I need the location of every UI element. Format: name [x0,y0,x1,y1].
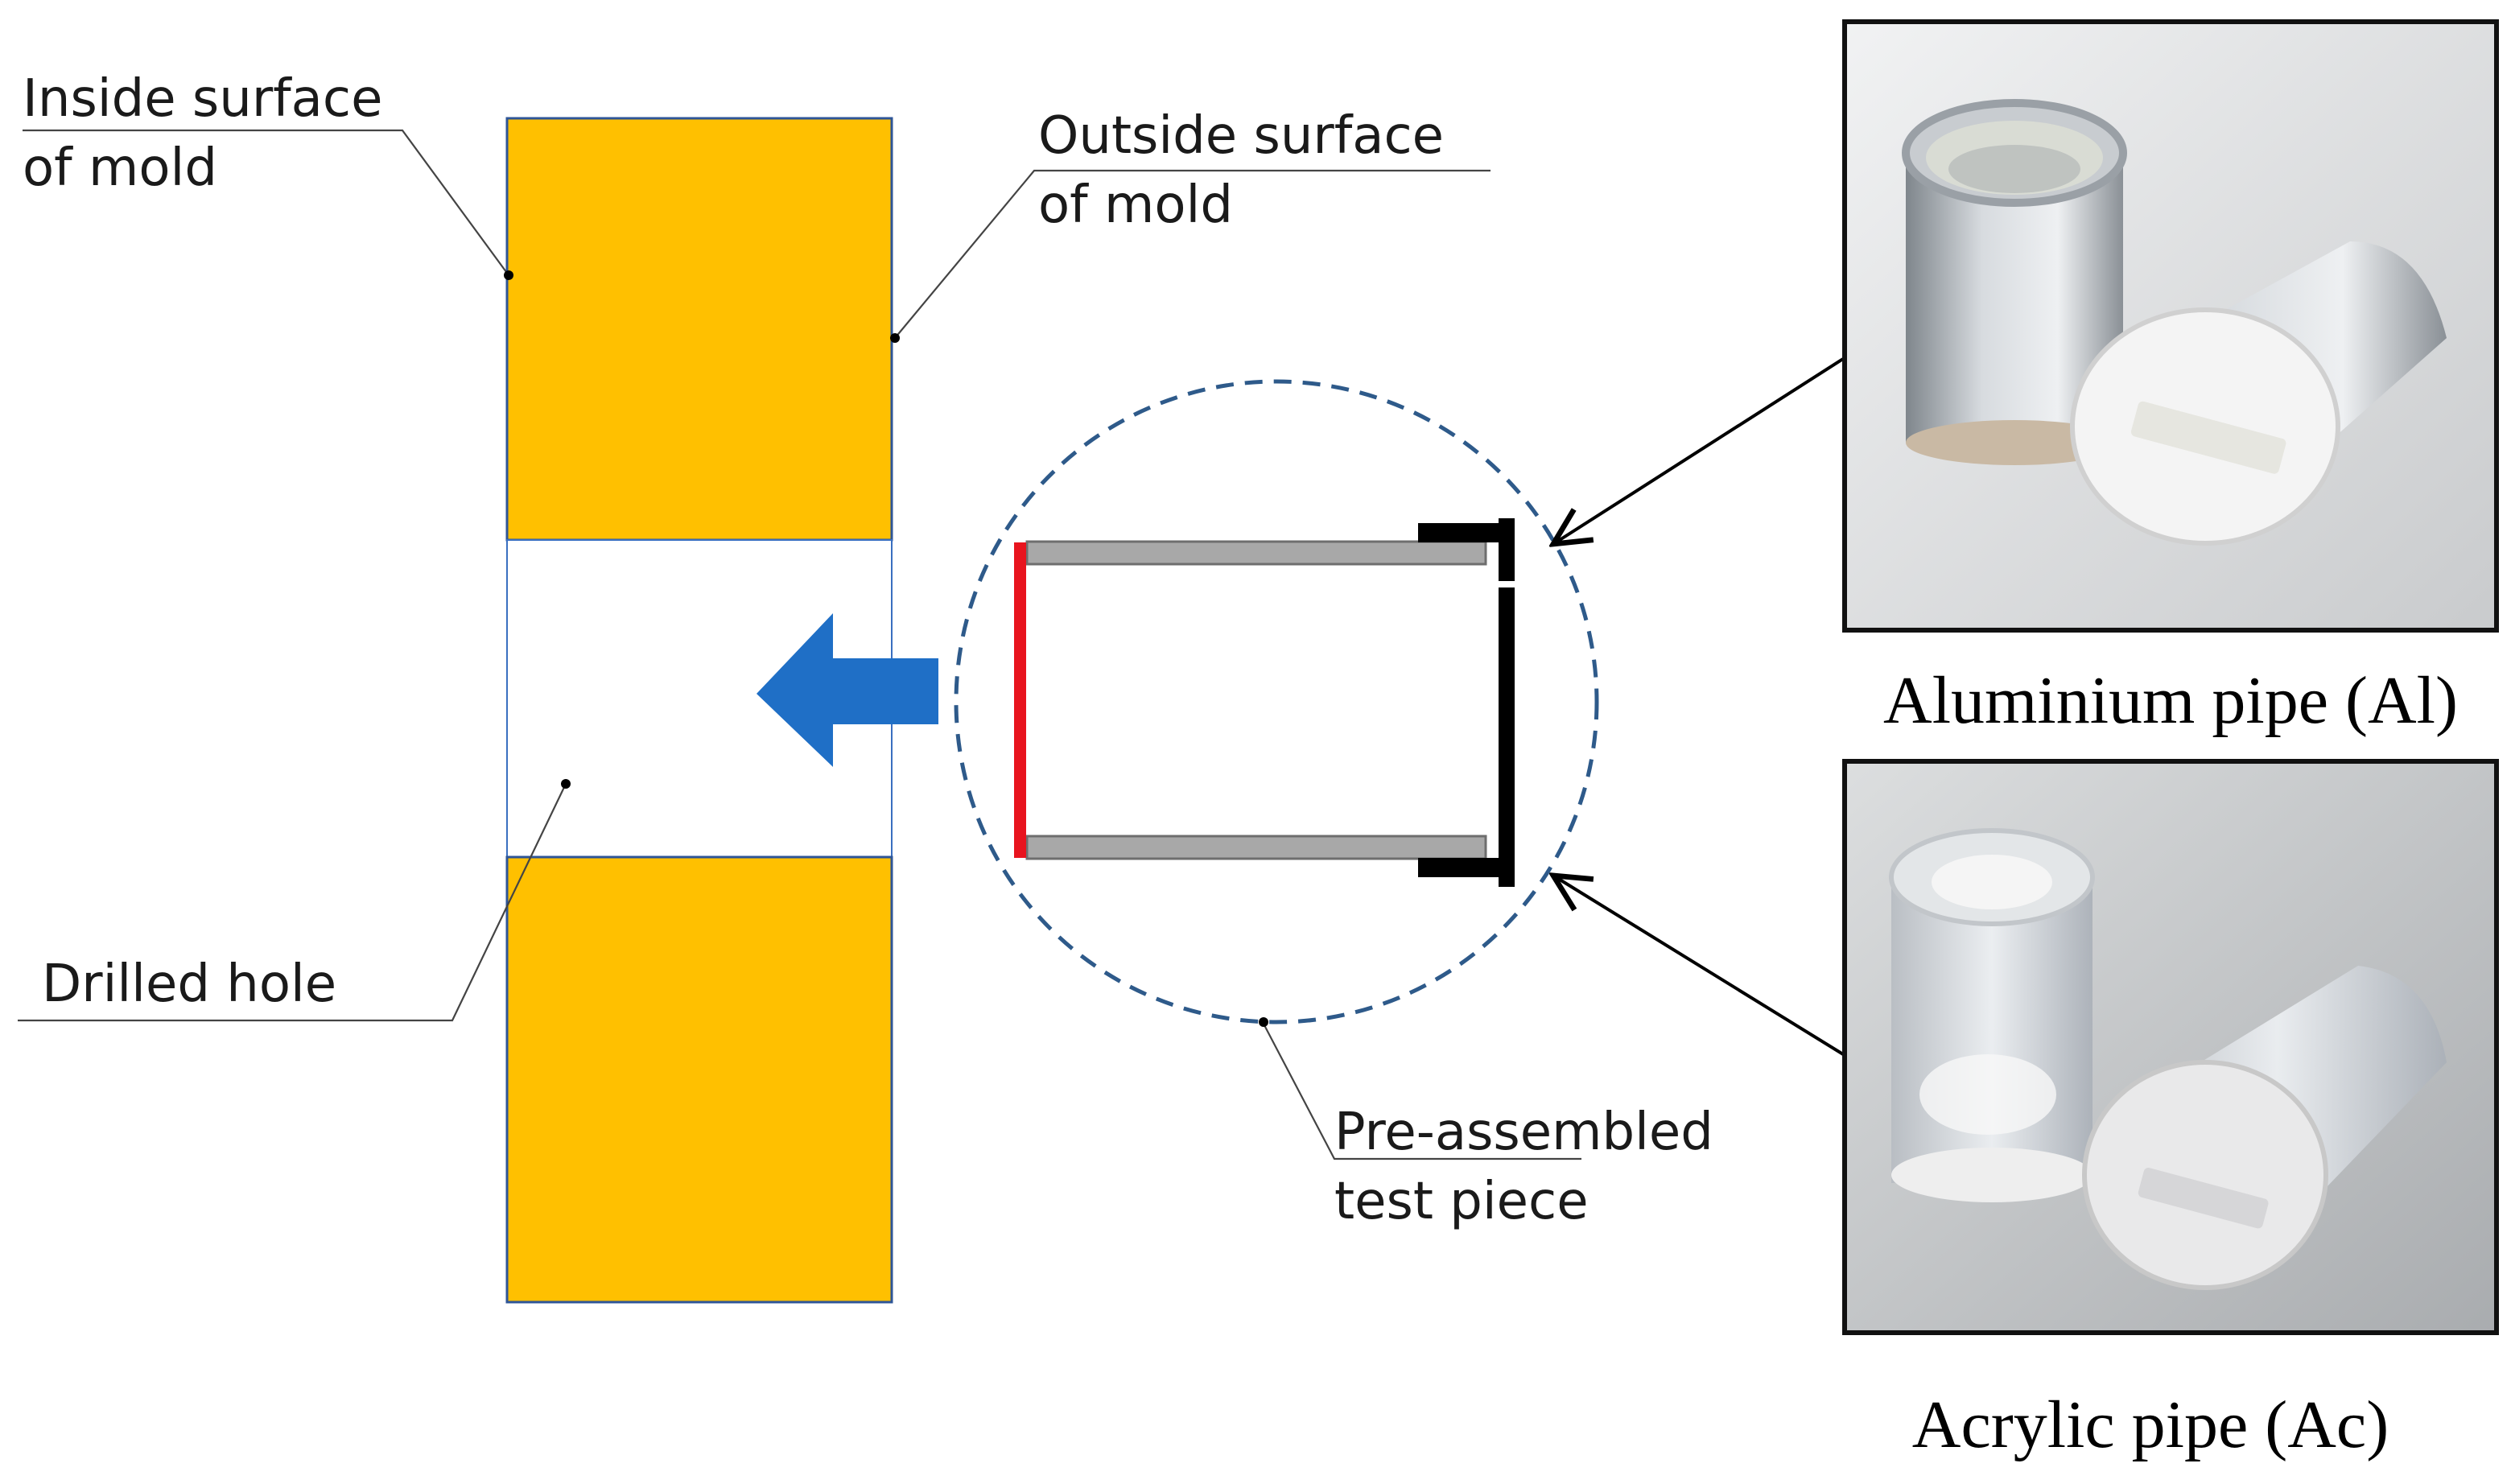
leader-drilled-hole [18,783,567,1022]
leader-outside-surface [894,169,1491,339]
leader-inside-surface [23,129,509,276]
insertion-arrow-icon [757,613,938,767]
caption-acrylic-pipe: Acrylic pipe (Ac) [1912,1387,2389,1462]
pipe-wall-top [1025,540,1487,566]
dot-inside-surface [504,270,513,280]
mold-upper-block [505,117,893,542]
aluminium-pipe-photo [1842,19,2499,633]
label-test-piece-line1: Pre-assembled [1334,1103,1713,1162]
acrylic-pipe-photo [1842,759,2499,1335]
photo-pointer-arrows [1553,357,1845,1056]
arrow-to-acrylic-photo [1553,876,1845,1056]
cap-flange-bottom [1418,858,1502,877]
pipe-wall-bottom [1025,835,1487,860]
leader-dots [504,270,1268,1027]
red-seal-sheet [1014,542,1026,858]
labels: Inside surface of mold Outside surface o… [23,69,2458,1462]
arrow-to-aluminium-photo [1553,357,1845,544]
label-outside-surface-line2: of mold [1038,175,1233,235]
label-inside-surface-line2: of mold [23,138,217,198]
dot-test-piece [1259,1017,1268,1027]
cap-plate-upper [1499,518,1515,581]
leader-test-piece [1263,1023,1581,1160]
cap-flange-top [1418,523,1502,542]
caption-aluminium-pipe: Aluminium pipe (Al) [1883,663,2458,738]
dot-drilled-hole [561,779,571,789]
cap-plate-lower [1499,587,1515,887]
mold [505,117,893,1304]
leader-lines [18,129,1581,1160]
label-test-piece-line2: test piece [1334,1172,1589,1231]
label-outside-surface-line1: Outside surface [1038,106,1444,166]
label-drilled-hole: Drilled hole [42,954,336,1014]
label-inside-surface-line1: Inside surface [23,69,382,129]
mold-lower-block [505,855,893,1304]
test-piece-outline-circle [954,379,1599,1024]
test-piece [954,379,1599,1024]
dot-outside-surface [890,333,900,343]
